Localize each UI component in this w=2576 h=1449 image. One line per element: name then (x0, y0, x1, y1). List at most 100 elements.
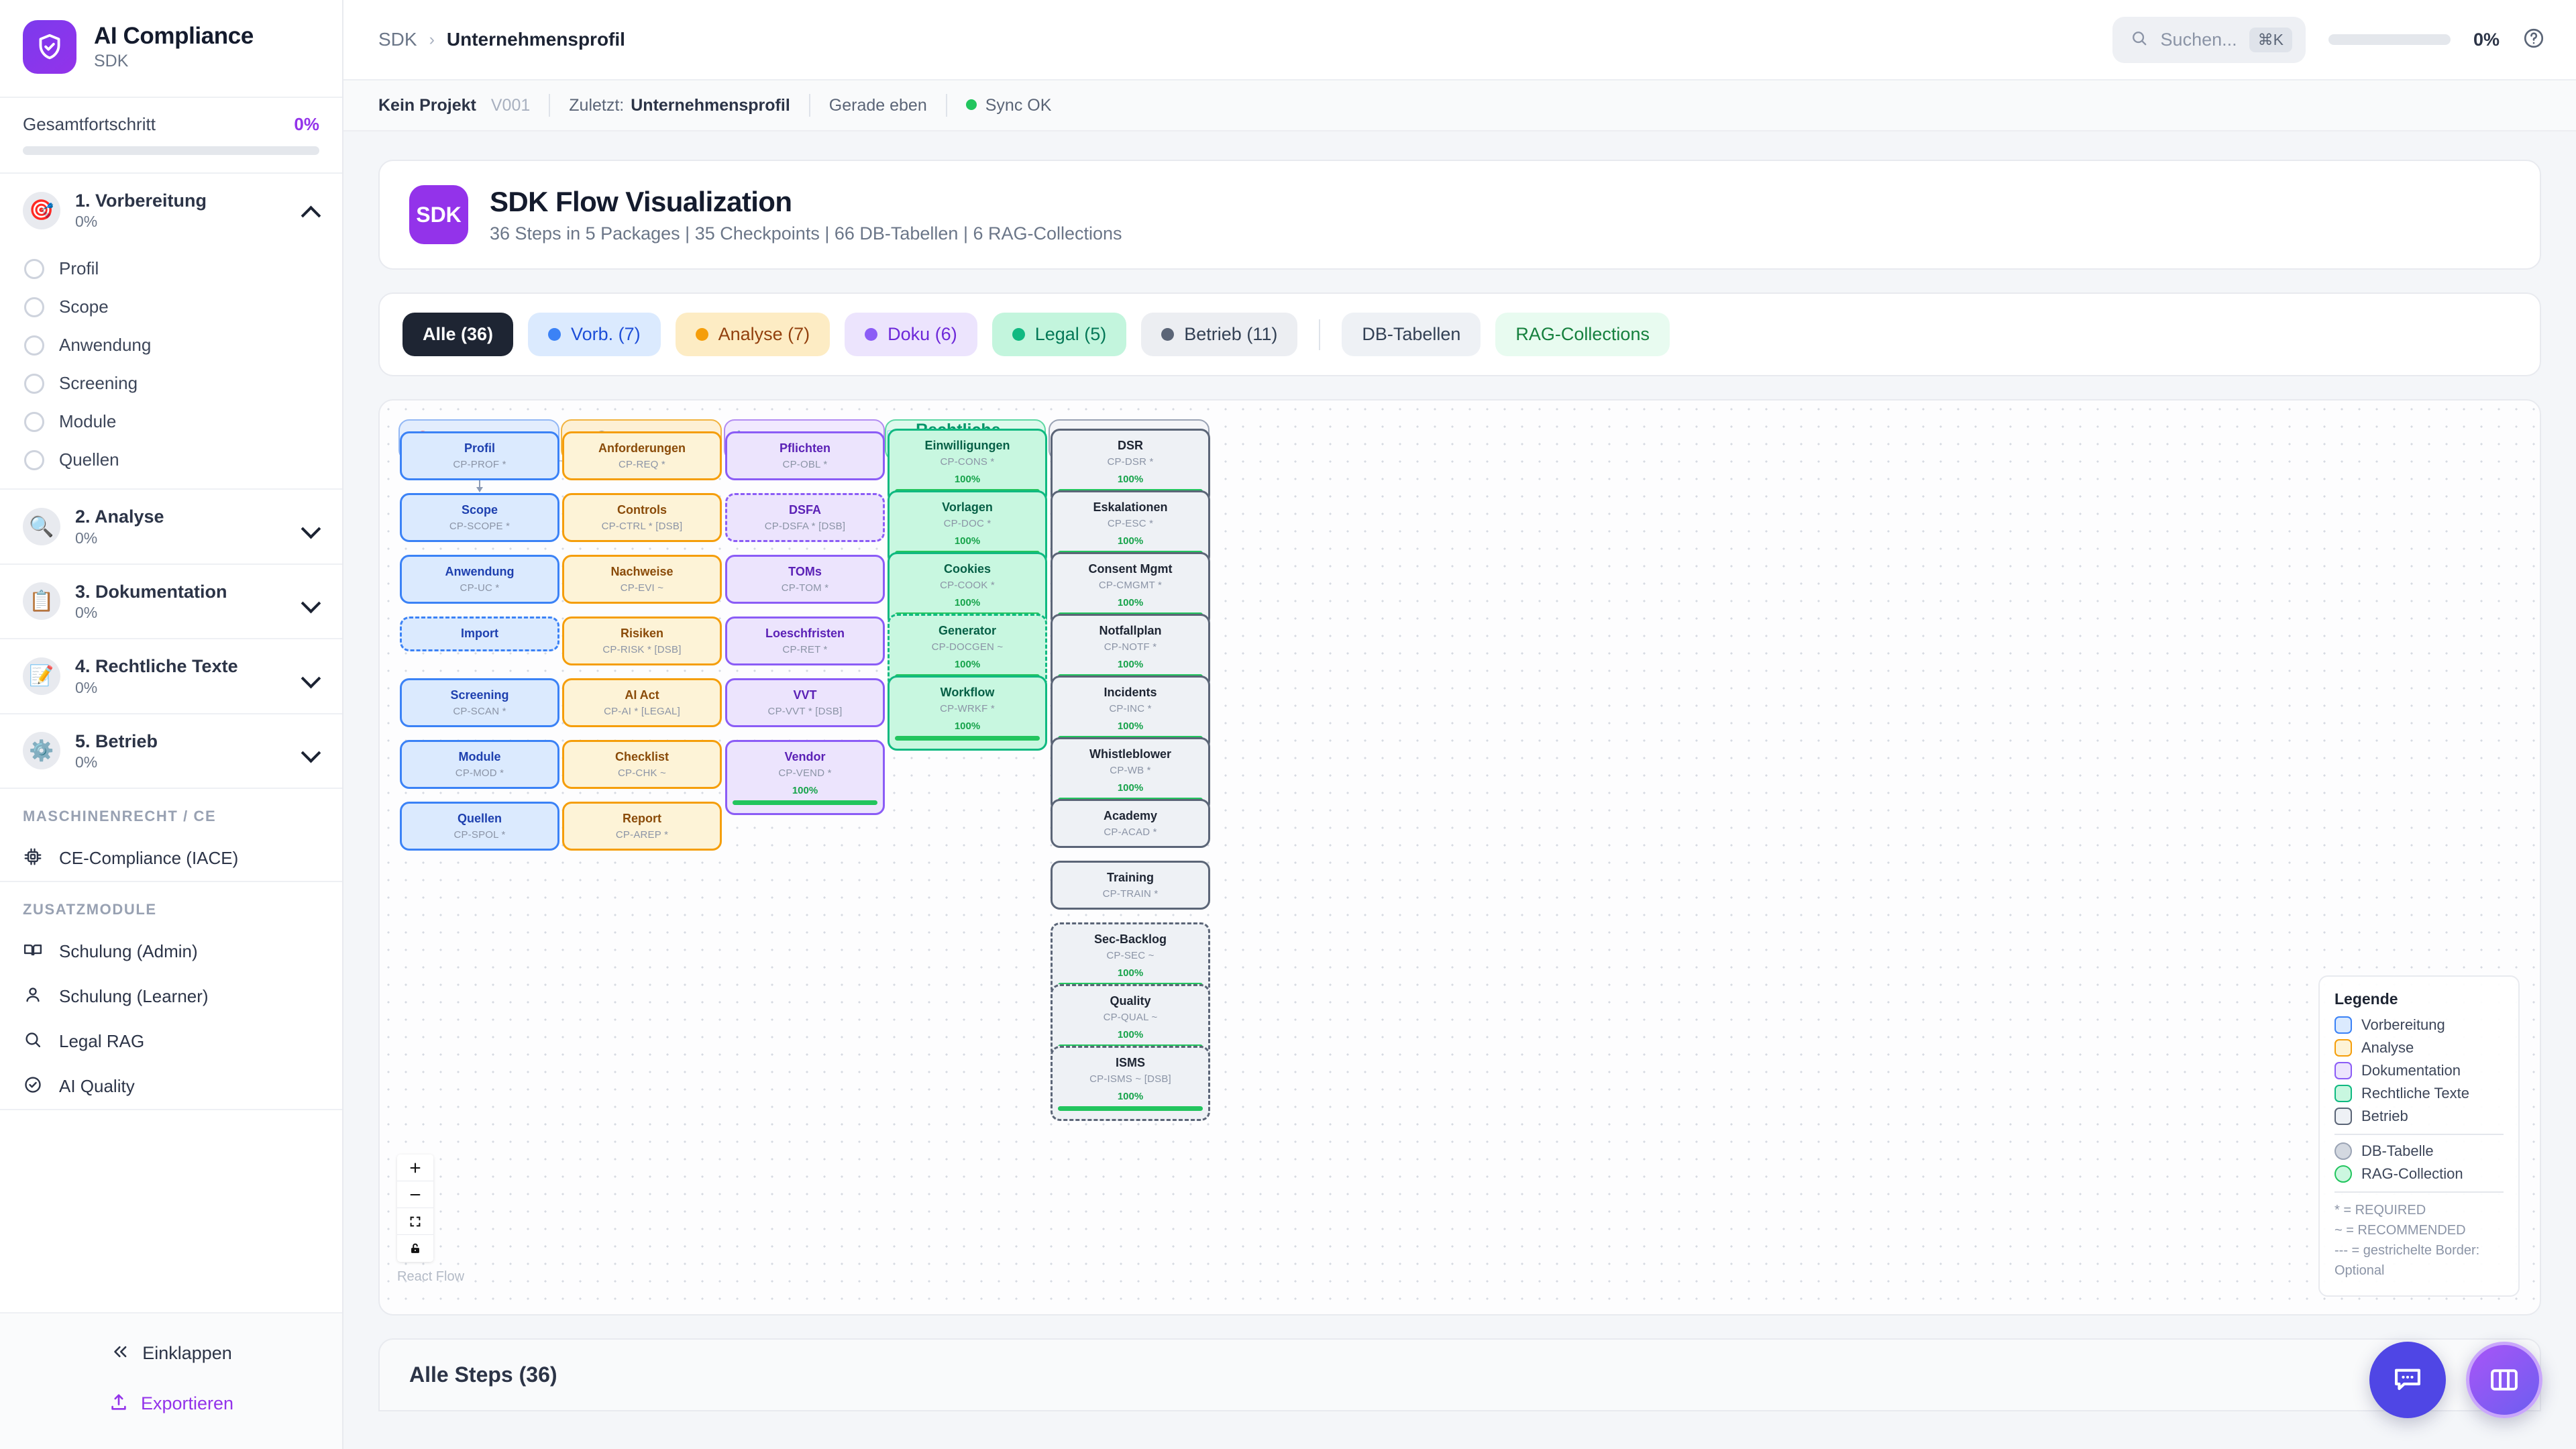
filter-pill-analyse-7[interactable]: Analyse (7) (675, 313, 830, 356)
node-title: Cookies (943, 562, 991, 576)
sidebar-item-schulung-learner[interactable]: Schulung (Learner) (0, 974, 342, 1019)
zoom-in-icon[interactable] (397, 1155, 433, 1181)
node-progress-bar (895, 735, 1040, 741)
chevron-down-icon[interactable] (302, 667, 319, 685)
node-title: Nachweise (610, 565, 674, 578)
filter-pill-doku-6[interactable]: Doku (6) (845, 313, 977, 356)
filter-label: Legal (5) (1034, 324, 1107, 344)
sidebar-item-anwendung[interactable]: Anwendung (0, 326, 342, 364)
sidebar-item-module[interactable]: Module (0, 402, 342, 441)
collapse-sidebar-button[interactable]: Einklappen (0, 1328, 342, 1379)
legend-row-analyse: Analyse (2334, 1039, 2504, 1057)
sync-status-label: Sync OK (985, 95, 1052, 115)
node-title: DSFA (788, 503, 821, 517)
export-button[interactable]: Exportieren (0, 1379, 342, 1429)
last-edited-label: Zuletzt: (569, 95, 625, 115)
node-code: CP-WRKF * (940, 702, 995, 714)
flow-node-import[interactable]: Import (400, 616, 559, 651)
step-status-radio[interactable] (24, 258, 44, 279)
node-progress-value: 100% (954, 473, 981, 485)
sidebar-item-label: Scope (59, 297, 109, 317)
breadcrumb-root[interactable]: SDK (378, 29, 417, 50)
node-title: Vendor (784, 750, 826, 763)
chat-bubble-icon[interactable] (2369, 1342, 2446, 1418)
zoom-out-icon[interactable] (397, 1181, 433, 1208)
node-progress-bar (1058, 1106, 1203, 1111)
lock-open-icon[interactable] (397, 1235, 433, 1262)
sidebar-item-scope[interactable]: Scope (0, 288, 342, 326)
node-title: Risiken (620, 627, 664, 640)
node-title: Checklist (614, 750, 669, 763)
sidebar-section-title: 4. Rechtliche Texte (75, 656, 238, 677)
search-input[interactable]: Suchen... ⌘K (2112, 16, 2306, 63)
panel-columns-icon[interactable] (2466, 1342, 2542, 1418)
legend-label: Betrieb (2361, 1108, 2408, 1124)
chip-icon (23, 847, 43, 870)
node-code: CP-MOD * (455, 767, 504, 779)
sidebar-item-quellen[interactable]: Quellen (0, 441, 342, 479)
sidebar-item-ce-compliance[interactable]: CE-Compliance (IACE) (0, 836, 342, 881)
chevron-down-icon[interactable] (302, 742, 319, 759)
sidebar-item-ai-quality[interactable]: AI Quality (0, 1064, 342, 1109)
filter-pill-legal-5[interactable]: Legal (5) (991, 313, 1127, 356)
filter-pill-vorb-7[interactable]: Vorb. (7) (528, 313, 661, 356)
all-steps-header: Alle Steps (36) (378, 1338, 2541, 1411)
sidebar-item-profil[interactable]: Profil (0, 250, 342, 288)
sidebar-item-legal-rag[interactable]: Legal RAG (0, 1019, 342, 1064)
content-scroll: SDK SDK Flow Visualization 36 Steps in 5… (343, 131, 2576, 1449)
sidebar-item-schulung-admin[interactable]: Schulung (Admin) (0, 929, 342, 974)
step-status-radio[interactable] (24, 373, 44, 394)
chevron-down-icon[interactable] (302, 592, 319, 610)
filter-pill-betrieb-11[interactable]: Betrieb (11) (1141, 313, 1298, 356)
flow-canvas[interactable]: 🎯Vorbereitung🔍Analyse📋Dokumentation📝Rech… (378, 399, 2541, 1316)
step-status-radio[interactable] (24, 411, 44, 432)
help-circle-icon[interactable] (2522, 27, 2545, 53)
sidebar-item-screening[interactable]: Screening (0, 364, 342, 402)
filter-pill-rag-collections[interactable]: RAG-Collections (1495, 313, 1670, 356)
chevron-up-icon[interactable] (302, 202, 319, 219)
chevron-down-icon[interactable] (302, 518, 319, 535)
legend-label: RAG-Collection (2361, 1165, 2463, 1182)
step-status-radio[interactable] (24, 335, 44, 356)
sidebar-section-title: 3. Dokumentation (75, 581, 227, 602)
node-title: Quality (1110, 994, 1151, 1008)
brand-header[interactable]: AI Compliance SDK (0, 0, 342, 98)
fit-view-icon[interactable] (397, 1208, 433, 1235)
node-code: CP-EVI ~ (620, 582, 664, 594)
filter-pill-alle-36[interactable]: Alle (36) (402, 313, 514, 356)
filter-pill-db-tabellen[interactable]: DB-Tabellen (1342, 313, 1481, 356)
step-status-radio[interactable] (24, 449, 44, 470)
legend-swatch (2334, 1165, 2352, 1183)
step-status-radio[interactable] (24, 297, 44, 317)
node-code: CP-VEND * (778, 767, 832, 779)
